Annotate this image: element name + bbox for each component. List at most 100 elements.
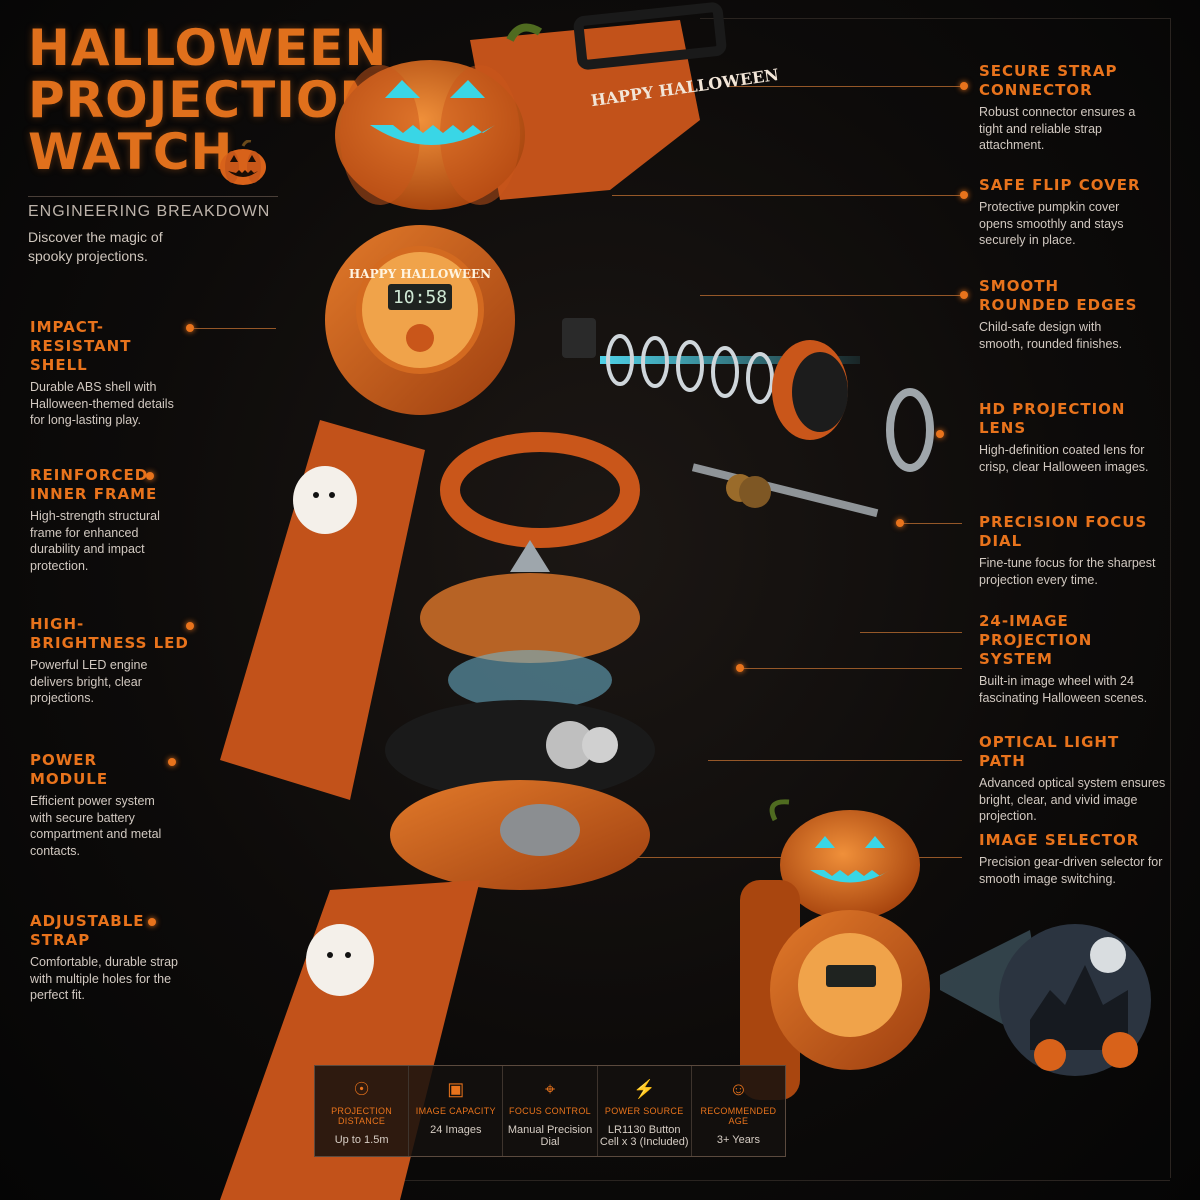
title-line-1: HALLOWEEN: [28, 19, 388, 77]
battery-icon: ⚡: [633, 1079, 656, 1099]
feature-desc: Durable ABS shell with Halloween-themed …: [30, 380, 174, 427]
feature-adjustable-strap: ADJUSTABLE STRAP Comfortable, durable st…: [30, 912, 180, 1004]
crosshair-icon: ⌖: [544, 1079, 556, 1099]
feature-desc: Protective pumpkin cover opens smoothly …: [979, 200, 1124, 247]
feature-title: ADJUSTABLE STRAP: [30, 912, 145, 949]
spec-value: 24 Images: [430, 1124, 482, 1136]
leader-line: [612, 195, 962, 196]
leader-line: [194, 328, 276, 329]
leader-dot: [148, 918, 156, 926]
subtitle-rule: [28, 196, 278, 197]
feature-power-module: POWER MODULE Efficient power system with…: [30, 751, 180, 859]
leader-dot: [960, 82, 968, 90]
feature-title: IMPACT-RESISTANT SHELL: [30, 318, 132, 374]
assembled-watch-illustration: [740, 799, 1151, 1100]
feature-desc: High-definition coated lens for crisp, c…: [979, 443, 1149, 474]
feature-desc: Efficient power system with secure batte…: [30, 794, 162, 858]
dial-header: HAPPY HALLOWEEN: [349, 267, 491, 281]
leader-line: [700, 295, 962, 296]
spec-label: RECOMMENDED AGE: [700, 1106, 777, 1126]
spec-label: PROJECTION DISTANCE: [331, 1106, 393, 1126]
leader-dot: [186, 622, 194, 630]
top-strap: HAPPY HALLOWEEN: [470, 2, 780, 200]
leader-dot: [186, 324, 194, 332]
feature-high-brightness-led: HIGH-BRIGHTNESS LED Powerful LED engine …: [30, 615, 190, 707]
focus-rod: [691, 463, 879, 518]
watch-face: HAPPY HALLOWEEN 10:58: [325, 225, 596, 415]
jack-o-lantern-icon: [220, 140, 266, 185]
leader-dot: [960, 291, 968, 299]
age-icon: ☺: [729, 1079, 748, 1099]
feature-title: SECURE STRAP CONNECTOR: [979, 62, 1118, 99]
feature-hd-projection-lens: HD PROJECTION LENS High-definition coate…: [979, 400, 1169, 475]
pumpkin-cover: [335, 23, 543, 210]
image-icon: ▣: [447, 1079, 465, 1099]
spec-strip: ☉ PROJECTION DISTANCE Up to 1.5m ▣ IMAGE…: [314, 1065, 786, 1157]
leader-dot: [896, 519, 904, 527]
spec-value: 3+ Years: [716, 1134, 760, 1146]
feature-desc: Fine-tune focus for the sharpest project…: [979, 556, 1156, 587]
spec-label: POWER SOURCE: [604, 1106, 684, 1116]
leader-dot: [168, 758, 176, 766]
feature-safe-flip-cover: SAFE FLIP COVER Protective pumpkin cover…: [979, 176, 1149, 249]
feature-24-image-projection-system: 24-IMAGE PROJECTION SYSTEM Built-in imag…: [979, 612, 1169, 706]
intro-text: Discover the magic of spooky projections…: [28, 229, 163, 264]
leader-dot: [936, 430, 944, 438]
feature-desc: Powerful LED engine delivers bright, cle…: [30, 658, 148, 705]
feature-desc: High-strength structural frame for enhan…: [30, 509, 160, 573]
spec-focus-control: ⌖ FOCUS CONTROL Manual Precision Dial: [503, 1066, 598, 1156]
feature-optical-light-path: OPTICAL LIGHT PATH Advanced optical syst…: [979, 733, 1169, 825]
image-wheel: [420, 540, 640, 710]
feature-title: POWER MODULE: [30, 751, 109, 788]
leader-line: [902, 523, 962, 524]
feature-title: REINFORCED INNER FRAME: [30, 466, 158, 503]
feature-title: IMAGE SELECTOR: [979, 831, 1140, 849]
inner-frame: [440, 432, 640, 548]
frame-line-bottom: [400, 1180, 1170, 1181]
spec-value: LR1130 Button Cell x 3 (Included): [599, 1124, 689, 1148]
spec-value: Up to 1.5m: [334, 1134, 389, 1146]
feature-image-selector: IMAGE SELECTOR Precision gear-driven sel…: [979, 831, 1169, 887]
leader-dot: [960, 191, 968, 199]
compass-icon: ☉: [353, 1079, 370, 1099]
leader-line: [708, 760, 962, 761]
feature-title: SMOOTH ROUNDED EDGES: [979, 277, 1138, 314]
leader-dot: [736, 664, 744, 672]
frame-line-top: [700, 18, 1170, 19]
page-title: HALLOWEEN PROJECTION WATCH: [28, 19, 388, 181]
feature-title: HD PROJECTION LENS: [979, 400, 1126, 437]
dial-time: 10:58: [393, 287, 447, 308]
feature-title: 24-IMAGE PROJECTION SYSTEM: [979, 612, 1093, 668]
feature-desc: Robust connector ensures a tight and rel…: [979, 105, 1136, 152]
feature-desc: Comfortable, durable strap with multiple…: [30, 955, 178, 1002]
leader-line: [728, 86, 962, 87]
left-strap: [220, 420, 425, 800]
page-subtitle: ENGINEERING BREAKDOWN: [28, 203, 271, 220]
feature-desc: Advanced optical system ensures bright, …: [979, 776, 1166, 823]
feature-desc: Precision gear-driven selector for smoot…: [979, 855, 1163, 886]
feature-desc: Child-safe design with smooth, rounded f…: [979, 320, 1123, 351]
spec-projection-distance: ☉ PROJECTION DISTANCE Up to 1.5m: [315, 1066, 410, 1156]
leader-line: [740, 668, 962, 669]
spec-power-source: ⚡ POWER SOURCE LR1130 Button Cell x 3 (I…: [598, 1066, 692, 1156]
leader-dot: [146, 472, 154, 480]
frame-line-right: [1170, 18, 1171, 1178]
feature-smooth-rounded-edges: SMOOTH ROUNDED EDGES Child-safe design w…: [979, 277, 1149, 352]
spec-value: Manual Precision Dial: [507, 1124, 593, 1148]
feature-title: HIGH-BRIGHTNESS LED: [30, 615, 189, 652]
feature-precision-focus-dial: PRECISION FOCUS DIAL Fine-tune focus for…: [979, 513, 1169, 588]
feature-title: OPTICAL LIGHT PATH: [979, 733, 1120, 770]
feature-title: PRECISION FOCUS DIAL: [979, 513, 1148, 550]
feature-impact-resistant-shell: IMPACT-RESISTANT SHELL Durable ABS shell…: [30, 318, 190, 429]
spec-label: FOCUS CONTROL: [509, 1106, 591, 1116]
feature-secure-strap-connector: SECURE STRAP CONNECTOR Robust connector …: [979, 62, 1149, 154]
spec-recommended-age: ☺ RECOMMENDED AGE 3+ Years: [692, 1066, 785, 1156]
spec-image-capacity: ▣ IMAGE CAPACITY 24 Images: [409, 1066, 504, 1156]
leader-line: [860, 632, 962, 633]
battery-housing: [390, 780, 650, 890]
lens-stack: [600, 334, 934, 472]
title-line-3: WATCH: [28, 123, 234, 181]
mechanism: [385, 700, 655, 800]
feature-desc: Built-in image wheel with 24 fascinating…: [979, 674, 1148, 705]
